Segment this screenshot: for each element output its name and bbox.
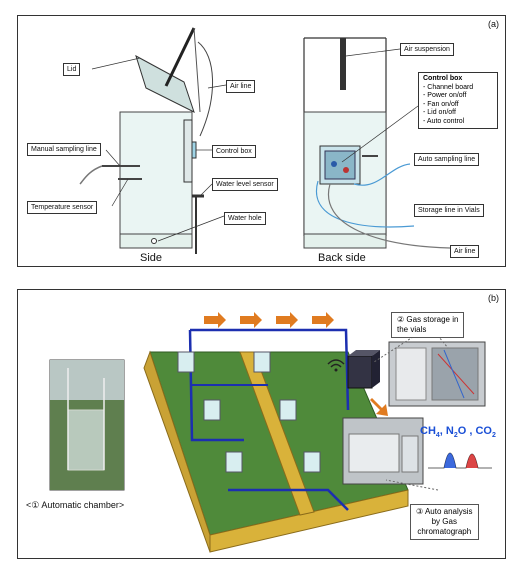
flow-arrow <box>204 312 226 328</box>
auto-analysis-line3: chromatograph <box>417 527 472 536</box>
auto-analysis-line1: ③ Auto analysis <box>416 507 473 516</box>
field-chamber <box>177 351 195 373</box>
lid-support <box>193 27 201 113</box>
control-box-item: - Fan on/off <box>423 100 459 108</box>
air-line-back <box>327 183 451 249</box>
automatic-chamber-caption: <① Automatic chamber> <box>26 500 125 510</box>
lid-arm <box>164 27 196 87</box>
chamber-drawing <box>79 27 451 254</box>
field-chamber <box>303 451 321 473</box>
control-box-item: - Channel board <box>423 83 474 91</box>
label-control-box-side: Control box <box>212 145 256 158</box>
ch4-peak <box>444 453 456 468</box>
back-chamber-base <box>303 233 387 249</box>
pipe-top <box>190 328 350 411</box>
field-chamber <box>225 451 243 473</box>
chromatogram-baseline <box>428 452 492 469</box>
control-unit <box>347 355 373 389</box>
flow-arrow <box>276 312 298 328</box>
label-water-level-sensor: Water level sensor <box>212 178 278 191</box>
water-hole-icon <box>151 238 157 244</box>
auto-analysis-line2: by Gas <box>431 517 457 526</box>
auto-analysis-callout: ③ Auto analysis by Gas chromatograph <box>410 504 479 540</box>
side-chamber-body <box>119 111 193 237</box>
control-box-item: - Power on/off <box>423 92 467 99</box>
side-caption: Side <box>140 252 163 264</box>
panel-a-tag: (a) <box>488 19 499 29</box>
field-system-drawing <box>49 312 492 553</box>
back-side-caption: Back side <box>318 252 366 264</box>
field-chamber <box>203 399 221 421</box>
control-box-item: - Lid on/off <box>423 109 456 116</box>
air-line-curve <box>197 41 214 137</box>
gas-storage-line2: the vials <box>397 325 427 334</box>
control-box-item: - Auto control <box>423 117 465 125</box>
field-chamber <box>279 399 297 421</box>
panel-a-chamber-schematic: (a) <box>17 15 506 267</box>
gas-storage-callout: ② Gas storage in the vials <box>391 312 465 338</box>
label-air-line-top: Air line <box>226 80 256 93</box>
ch4-sub: 4 <box>435 432 440 440</box>
wifi-icon <box>327 359 345 372</box>
flow-arrow <box>240 312 262 328</box>
ch4-text: CH <box>420 425 436 437</box>
panel-b-tag: (b) <box>488 293 499 303</box>
label-storage-line: Storage line in Vials <box>414 204 484 217</box>
label-manual-sampling-line: Manual sampling line <box>27 143 101 156</box>
panel-b-system-overview: (b) <box>17 289 506 559</box>
side-control-box <box>183 119 193 183</box>
co2-sub: 2 <box>492 432 496 440</box>
n2o-co2-text: O , CO <box>457 425 492 437</box>
field-divider <box>239 351 315 516</box>
flow-arrow <box>370 398 388 416</box>
field-chamber <box>253 351 271 373</box>
flow-arrow <box>312 312 334 328</box>
control-box-callout: Control box - Channel board - Power on/o… <box>418 72 498 129</box>
gas-storage-line1: ② Gas storage in <box>397 315 459 324</box>
label-water-hole: Water hole <box>224 212 266 225</box>
label-air-line-bottom: Air line <box>450 245 480 258</box>
side-lid <box>135 54 195 113</box>
pipe-bottom <box>228 488 349 511</box>
label-temperature-sensor: Temperature sensor <box>27 201 98 214</box>
label-lid: Lid <box>63 63 81 76</box>
control-box-title: Control box <box>423 75 463 82</box>
auto-sampling-line <box>353 163 411 186</box>
gas-formula: CH4, N2O , CO2 <box>420 425 496 439</box>
storage-line <box>315 180 415 228</box>
n2o-sub: 2 <box>453 432 458 440</box>
label-auto-sampling-line: Auto sampling line <box>414 153 480 166</box>
label-air-suspension: Air suspension <box>400 43 454 56</box>
air-suspension-rod <box>340 38 346 90</box>
n2o-text-a: , N <box>439 425 454 437</box>
n2o-peak <box>466 454 478 468</box>
